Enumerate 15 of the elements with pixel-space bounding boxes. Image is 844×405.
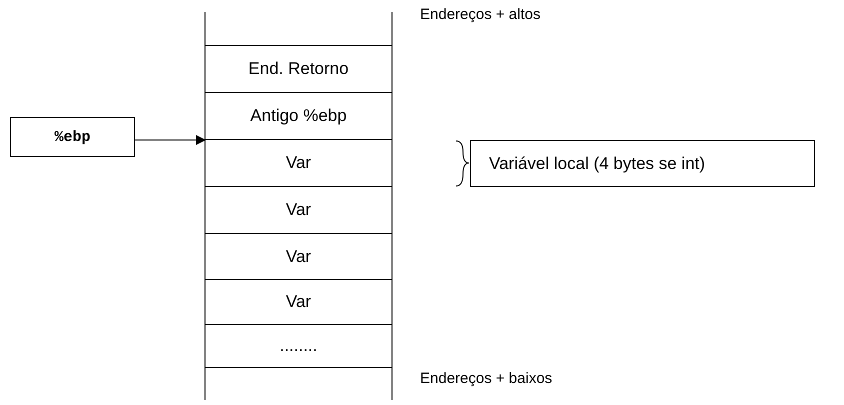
cell-text: Antigo %ebp: [250, 106, 347, 126]
cell-text: Var: [286, 292, 312, 312]
register-name: %ebp: [54, 128, 90, 146]
address-note: Endereços + altos: [420, 6, 540, 23]
cell-text: End. Retorno: [248, 59, 349, 79]
annotation-box: [470, 140, 815, 187]
register-box: [10, 117, 135, 157]
address-note: Endereços + baixos: [420, 370, 552, 387]
cell-text: ........: [280, 336, 318, 356]
arrow: [134, 135, 206, 145]
stack-cell: [205, 45, 392, 93]
cell-text: Var: [286, 153, 312, 173]
cell-text: Var: [286, 246, 312, 266]
cell-text: Var: [286, 200, 312, 220]
annotation-text: Variável local (4 bytes se int): [489, 154, 706, 174]
